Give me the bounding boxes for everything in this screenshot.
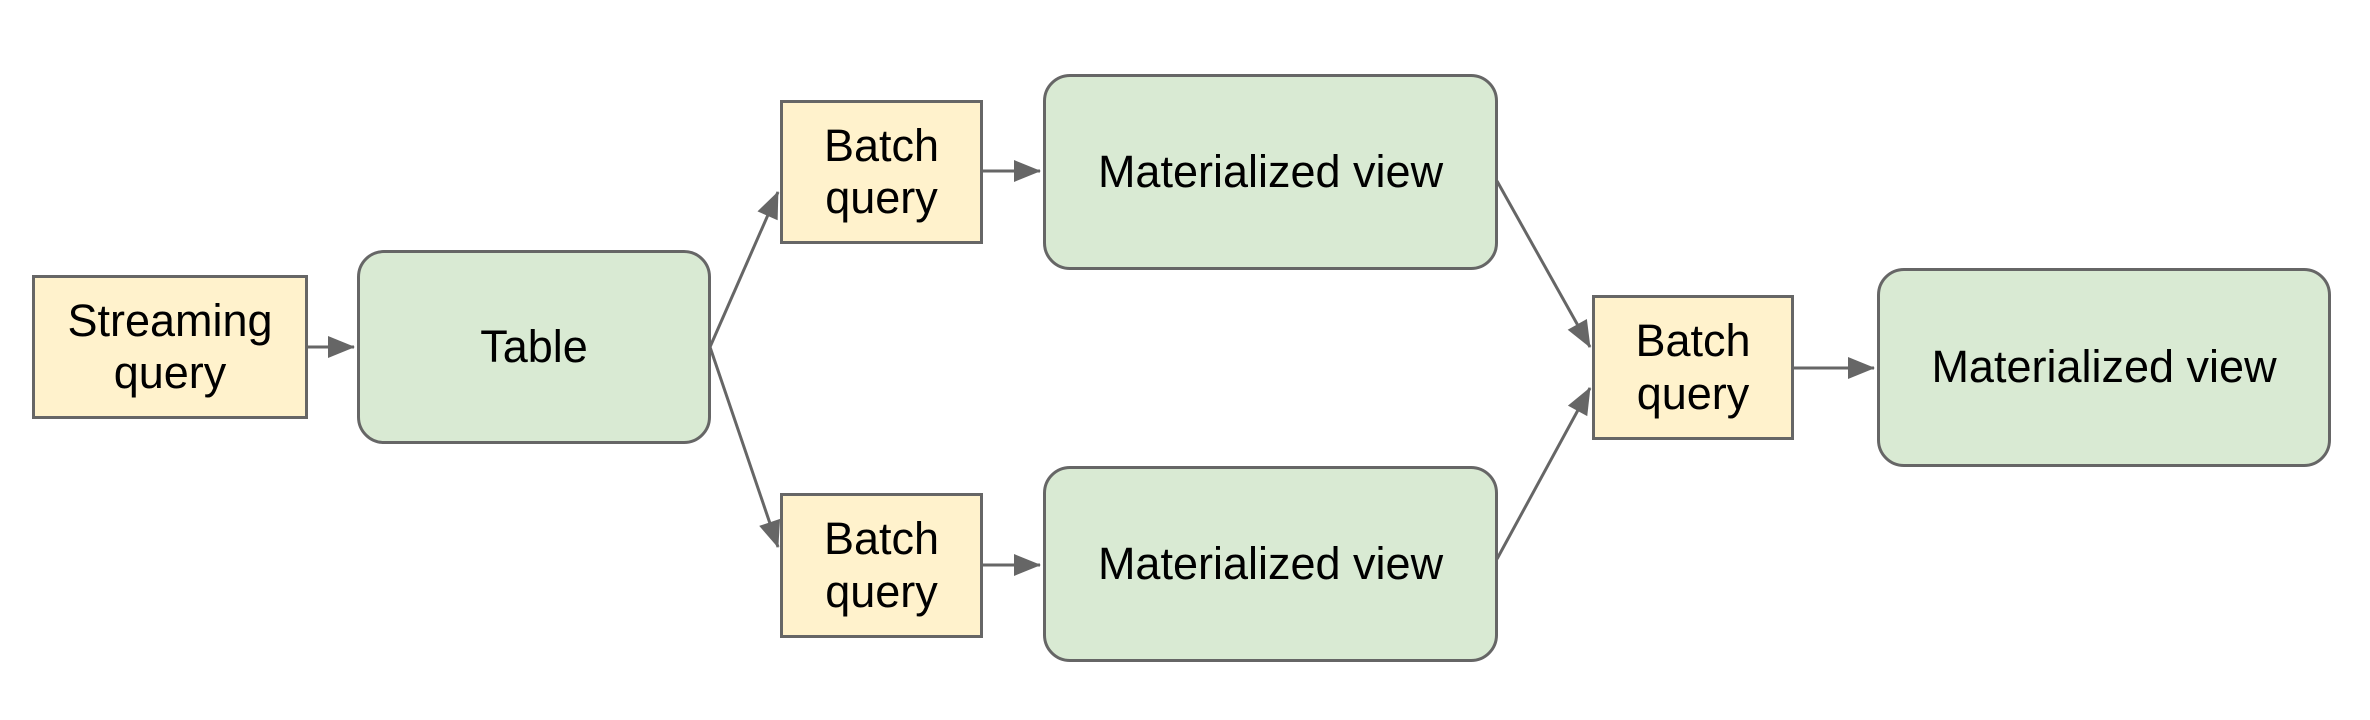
- node-batch-query-bottom-label: Batch query: [823, 513, 940, 617]
- node-materialized-view-bottom: Materialized view: [1043, 466, 1498, 662]
- node-batch-query-right: Batch query: [1592, 295, 1794, 440]
- edge-table-to-batch-bottom: [708, 346, 781, 548]
- node-materialized-view-final: Materialized view: [1877, 268, 2331, 467]
- edge-mv-top-to-batch-right: [1495, 180, 1592, 348]
- edge-mv-bottom-to-batch-right: [1495, 387, 1592, 560]
- node-streaming-query: Streaming query: [32, 275, 308, 419]
- node-materialized-view-top: Materialized view: [1043, 74, 1498, 270]
- node-batch-query-bottom: Batch query: [780, 493, 983, 638]
- node-materialized-view-bottom-label: Materialized view: [1097, 537, 1444, 589]
- node-batch-query-top-label: Batch query: [823, 119, 940, 223]
- node-materialized-view-final-label: Materialized view: [1931, 341, 2277, 393]
- edge-table-to-batch-top: [708, 191, 780, 348]
- node-materialized-view-top-label: Materialized view: [1097, 145, 1444, 197]
- node-batch-query-right-label: Batch query: [1635, 315, 1751, 419]
- node-batch-query-top: Batch query: [780, 100, 983, 244]
- node-table-label: Table: [480, 320, 588, 372]
- node-streaming-query-label: Streaming query: [67, 294, 273, 398]
- node-table: Table: [357, 250, 711, 444]
